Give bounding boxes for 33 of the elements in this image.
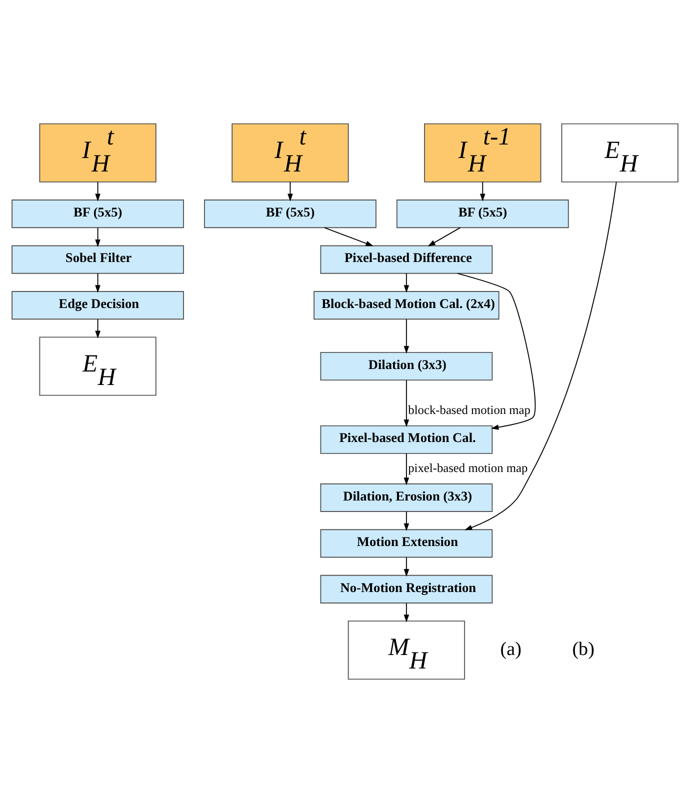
node-box: Block-based Motion Cal. (2x4) bbox=[314, 291, 500, 320]
node-box: BF (5x5) bbox=[12, 200, 184, 228]
arrow bbox=[456, 272, 536, 430]
arrow bbox=[404, 272, 410, 293]
node-box: Dilation, Erosion (3x3) bbox=[320, 483, 493, 512]
node-box: No-Motion Registration bbox=[320, 574, 493, 604]
arrow bbox=[404, 318, 410, 354]
arrow bbox=[288, 182, 293, 202]
arrow bbox=[95, 318, 100, 338]
arrow bbox=[404, 453, 410, 486]
arrow bbox=[404, 511, 410, 531]
node-box: Motion Extension bbox=[320, 529, 493, 558]
arrow bbox=[404, 602, 410, 622]
arrow bbox=[95, 227, 100, 248]
arrow bbox=[324, 227, 374, 246]
node-box: Sobel Filter bbox=[12, 245, 184, 274]
label: (b) bbox=[572, 638, 594, 660]
arrow bbox=[480, 182, 486, 202]
node-box: Dilation (3x3) bbox=[320, 352, 493, 381]
arrow bbox=[404, 380, 410, 428]
node-box: BF (5x5) bbox=[204, 200, 376, 228]
node-box: Pixel-based Difference bbox=[320, 245, 493, 274]
arrow bbox=[464, 182, 617, 530]
arrow bbox=[95, 272, 100, 293]
arrow bbox=[95, 182, 100, 202]
arrow bbox=[404, 556, 410, 577]
node-box: BF (5x5) bbox=[396, 200, 569, 228]
arrow bbox=[428, 227, 461, 246]
label: (a) bbox=[500, 638, 522, 660]
edge-label: block-based motion map bbox=[408, 402, 530, 417]
node-box: Edge Decision bbox=[12, 291, 184, 320]
node-box: Pixel-based Motion Cal. bbox=[320, 425, 493, 454]
edge-label: pixel-based motion map bbox=[408, 460, 528, 475]
